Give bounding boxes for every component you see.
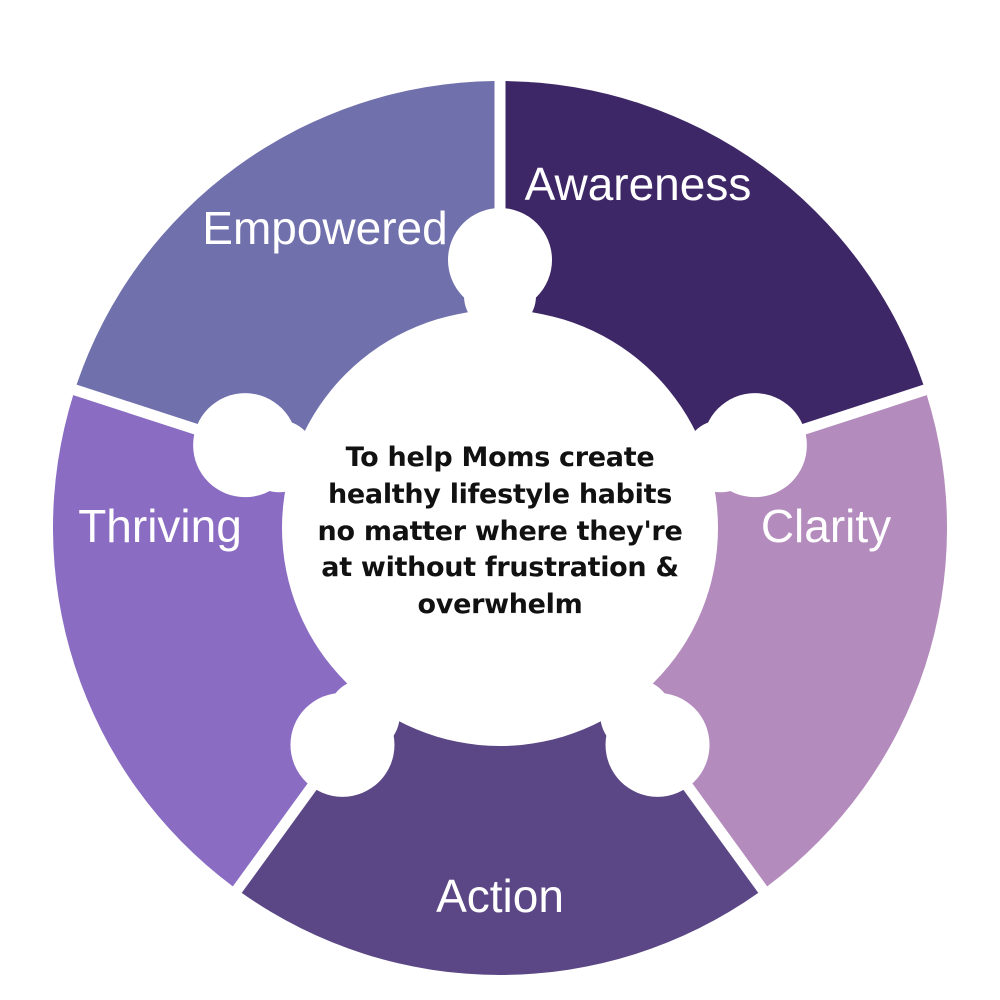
segment-label-awareness: Awareness (525, 158, 752, 210)
puzzle-knob (448, 208, 552, 312)
puzzle-knob (702, 393, 807, 498)
segment-label-thriving: Thriving (78, 500, 242, 552)
puzzle-knob (290, 692, 395, 797)
segment-action (241, 537, 759, 976)
center-hub (282, 310, 718, 746)
segment-label-empowered: Empowered (202, 202, 447, 254)
puzzle-knob (193, 393, 298, 498)
segment-label-clarity: Clarity (761, 500, 891, 552)
puzzle-knob (605, 692, 710, 797)
center-mission-text: To help Moms create healthy lifestyle ha… (317, 442, 683, 621)
segment-label-action: Action (436, 870, 564, 922)
